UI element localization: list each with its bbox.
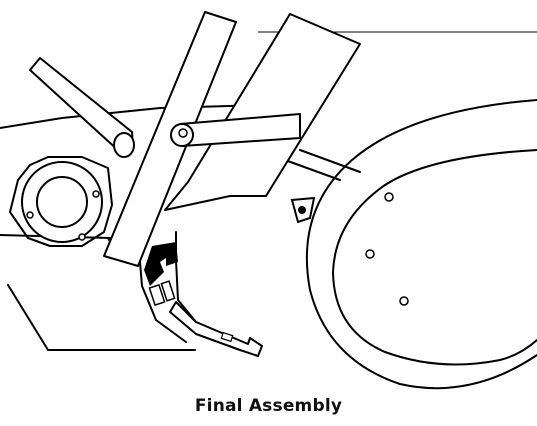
lever-clip	[220, 331, 234, 343]
disc-hole	[399, 296, 409, 306]
shaft-pin	[178, 128, 188, 138]
disc-hole	[365, 249, 375, 259]
figure-caption: Final Assembly	[194, 396, 343, 416]
hardware-block	[148, 283, 166, 307]
disc-wheel	[305, 99, 537, 390]
bolt-hole	[92, 190, 100, 198]
clip-bracket	[144, 242, 178, 286]
bolt-hole	[26, 211, 34, 219]
diagonal-bar-left	[103, 11, 237, 267]
hub-flange	[9, 156, 113, 247]
disc-hole	[384, 192, 394, 202]
rear-tube-end	[113, 132, 135, 158]
hardware-block	[160, 280, 176, 302]
lever-arm	[169, 301, 263, 357]
diagonal-plate-right	[164, 13, 361, 211]
bolt-hole	[78, 233, 86, 241]
